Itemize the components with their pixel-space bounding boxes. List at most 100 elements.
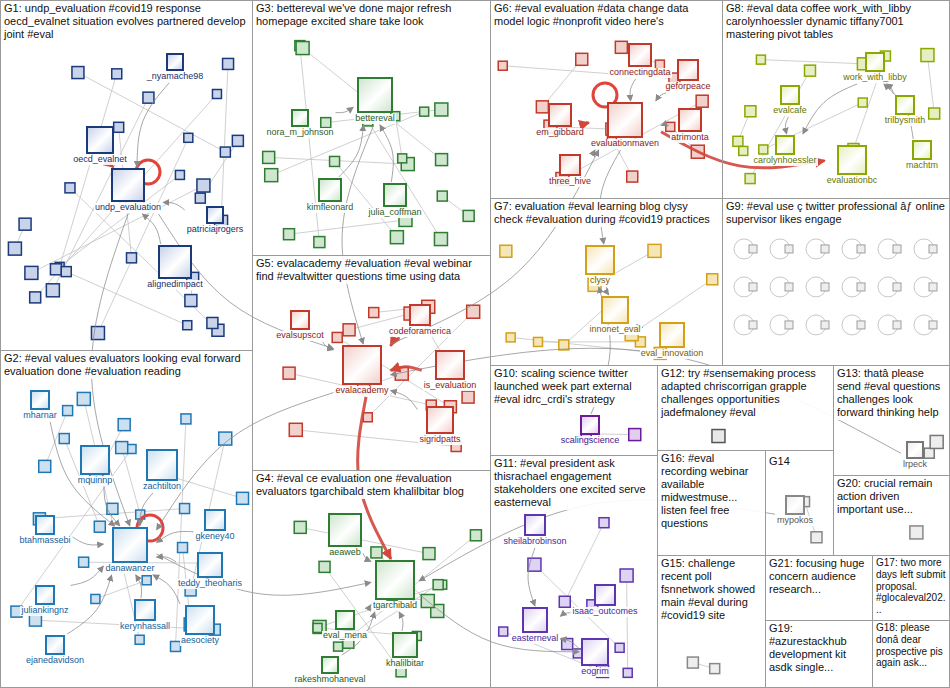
vertex-icon [296,42,309,55]
vertex-icon [785,245,793,253]
vertex-icon [390,231,403,244]
avatar-icon [580,415,600,435]
vertex-node: eogrim [580,638,610,677]
cluster-box: G17: two more days left submit proposal.… [872,555,950,621]
vertex-icon [506,333,515,342]
vertex-node: innonet_eval [588,296,641,335]
group-heading: G21: focusing huge concern audience rese… [766,556,872,597]
cluster-box: G7: evaluation #eval learning blog clysy… [490,198,723,366]
vertex-icon [893,321,901,329]
tie-arrow [656,93,666,101]
vertex-node: sheilabrobinson [502,514,567,547]
tie-arrow [391,348,901,453]
vertex-label: rakeshmohaneval [293,675,366,685]
tie-line [98,138,188,333]
tie-arrow [591,150,595,153]
tie-arrow [399,612,403,631]
cluster-box: G3: bettereval we've done major refresh … [252,0,491,256]
cluster-box: G5: evalacademy #evaluation #eval webina… [252,255,491,471]
vertex-icon [434,233,447,246]
vertex-label: evalsupscot [275,331,325,341]
vertex-icon [197,179,210,192]
avatar-icon [865,52,885,72]
tie-arrow [50,422,115,526]
group-heading: G7: evaluation #eval learning blog clysy… [491,199,722,227]
vertex-node: ejanedavidson [25,635,85,666]
group-heading: G3: bettereval we've done major refresh … [253,1,490,29]
vertex-node: aesociety [180,605,220,646]
group-heading: G19: #azurestackhub development kit asdk… [766,621,872,675]
vertex-icon [893,283,901,291]
vertex-label: sigridpatts [418,435,461,445]
vertex-node: evaluationbc [826,145,879,186]
vertex-icon [127,253,137,263]
cluster-box: G21: focusing huge concern audience rese… [765,555,873,621]
cluster-box: G10: scaling science twitter launched we… [490,365,658,456]
avatar-icon [594,584,616,606]
vertex-icon [29,614,41,626]
vertex-icon [498,61,507,70]
group-heading: G12: try #sensemaking process adapted ch… [658,366,833,420]
tie-arrow [630,79,636,101]
vertex-icon [263,151,275,163]
avatar-icon [204,509,226,531]
avatar-icon [524,514,546,536]
vertex-icon [77,392,90,405]
tie-arrow [111,166,115,167]
vertex-label: codeforamerica [388,327,452,337]
vertex-icon [19,218,31,230]
vertex-node: kimfleonard [306,178,355,213]
vertex-label: connectingdata [608,68,671,78]
avatar-icon [678,108,702,132]
vertex-node: gkeney40 [194,509,235,542]
avatar-icon [375,560,415,600]
vertex-node: machtm [905,140,939,171]
vertex-icon [369,308,379,318]
vertex-icon [181,414,191,424]
vertex-icon [499,627,508,636]
avatar-icon [780,85,800,105]
avatar-icon [80,445,110,475]
avatar-icon [548,103,572,127]
vertex-node: mquinnp [77,445,114,486]
vertex-label: danawanzer [104,564,155,574]
tie-arrow [803,84,857,134]
vertex-node: nora_m_johnson [265,109,334,138]
group-heading: G18: please donâ dear prospective pis ag… [873,621,949,670]
vertex-label: carolynhoessler [752,156,817,166]
cluster-box: G12: try #sensemaking process adapted ch… [657,365,834,451]
vertex-icon [207,317,218,328]
tie-line [927,55,934,113]
cluster-box: G9: #eval use ç twitter professional âƒ … [722,198,950,366]
vertex-icon [330,156,340,166]
avatar-icon [111,168,145,202]
vertex-icon [334,642,343,651]
avatar-icon [677,59,699,81]
vertex-icon [745,106,756,117]
vertex-node: work_with_libby [842,52,908,83]
vertex-label: btahmassebi [18,536,71,546]
vertex-node: mypokos [776,495,814,526]
vertex-icon [223,58,234,69]
tie-arrow [419,594,579,652]
tie-line [337,337,450,406]
vertex-node: is_evaluation [423,350,478,391]
group-heading: G8: #eval data coffee work_with_libby ca… [723,1,949,42]
vertex-node: isaac_outcomes [571,584,638,617]
vertex-icon [500,245,512,257]
tie-arrow [142,214,160,244]
vertex-label: three_hive [548,177,592,187]
vertex-label: lrpeck [902,460,928,470]
vertex-icon [929,321,937,329]
vertex-icon [615,643,624,652]
vertex-icon [857,321,865,329]
vertex-icon [30,292,41,303]
vertex-label: undp_evaluation [94,203,162,213]
avatar-icon [659,322,685,348]
group-heading: G1: undp_evaluation #covid19 response oe… [1,1,252,42]
vertex-icon [107,503,118,514]
tie-line [95,580,146,599]
vertex-icon [785,283,793,291]
group-heading: G5: evalacademy #evaluation #eval webina… [253,256,490,284]
vertex-icon [371,547,382,558]
